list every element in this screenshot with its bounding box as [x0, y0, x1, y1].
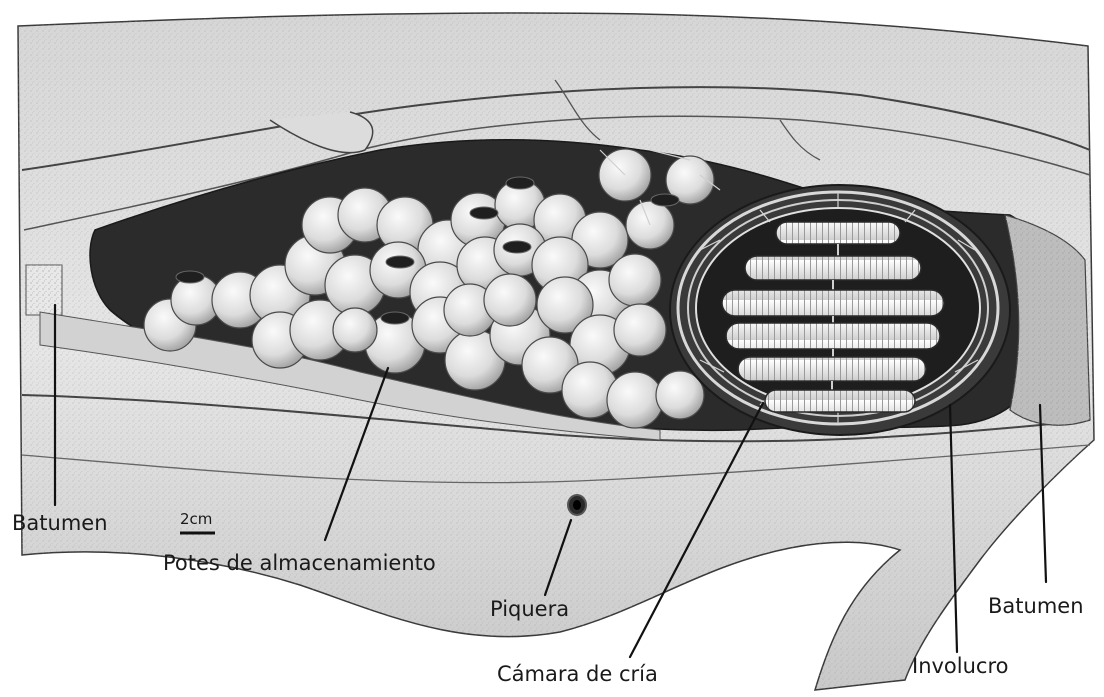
storage-pot	[607, 372, 663, 428]
label-batumen-right: Batumen	[988, 596, 1084, 617]
pot-opening	[176, 271, 204, 283]
storage-pot	[614, 304, 666, 356]
label-potes-almacenamiento: Potes de almacenamiento	[163, 553, 436, 574]
brood-comb-disc	[776, 222, 900, 244]
brood-comb-disc	[765, 390, 915, 412]
pot-opening	[651, 194, 679, 206]
pot-opening	[506, 177, 534, 189]
pot-opening	[470, 207, 498, 219]
storage-pot	[333, 308, 377, 352]
pot-opening	[503, 241, 531, 253]
label-involucro: Involucro	[912, 656, 1009, 677]
pot-opening	[381, 312, 409, 324]
storage-pot	[609, 254, 661, 306]
brood-comb-disc	[722, 290, 944, 316]
label-piquera: Piquera	[490, 599, 569, 620]
pot-opening	[386, 256, 414, 268]
scale-label: 2cm	[180, 512, 212, 527]
label-camara-de-cria: Cámara de cría	[497, 664, 658, 685]
storage-pot	[484, 274, 536, 326]
brood-comb-disc	[745, 256, 921, 280]
label-batumen-left: Batumen	[12, 513, 108, 534]
brood-comb-disc	[726, 323, 940, 349]
brood-comb-disc	[738, 357, 926, 381]
